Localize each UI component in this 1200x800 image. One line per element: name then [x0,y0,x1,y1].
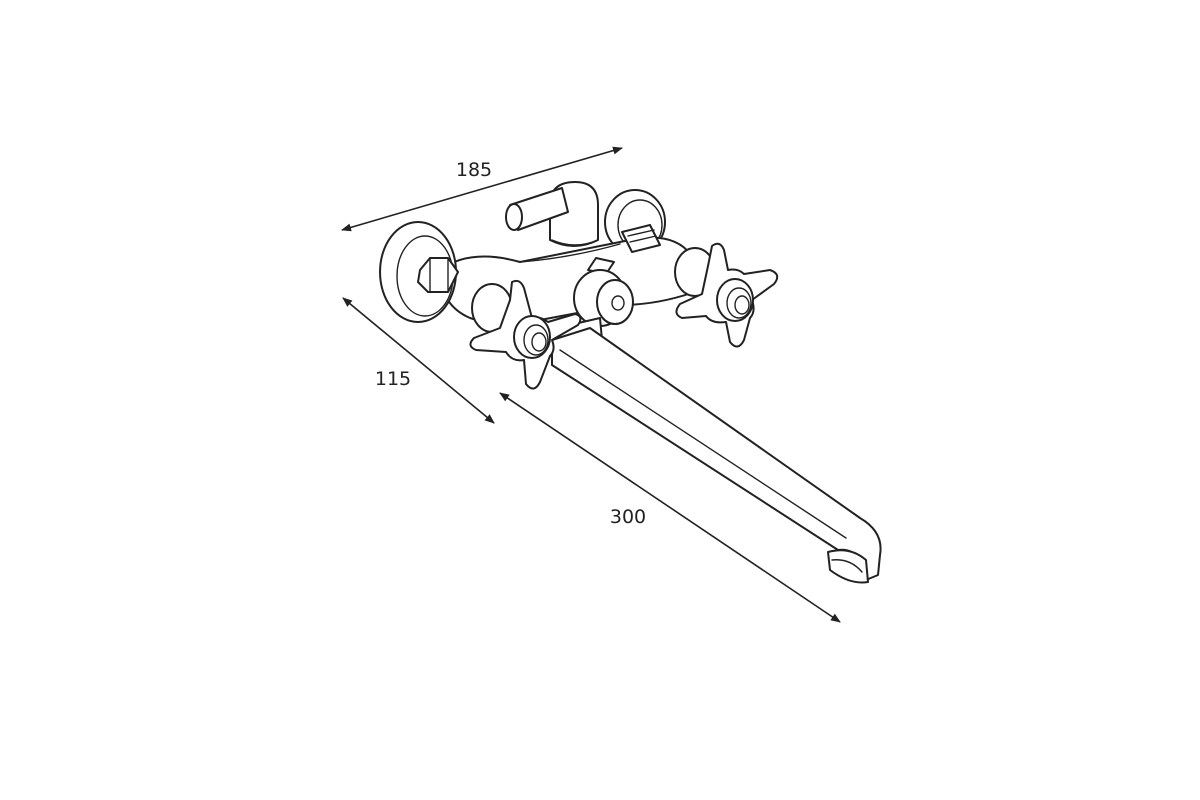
swivel-spout [551,327,882,584]
right-eccentric-nut [621,224,661,253]
dimension-spout-length: 300 [499,392,841,623]
dimension-depth-label: 115 [375,368,411,390]
dimension-width-line [341,146,623,232]
dimension-depth-line [342,297,495,424]
left-hex-nut [417,257,459,293]
dimension-width: 185 [341,146,623,232]
diverter-valve [573,257,634,327]
dimension-spout-length-label: 300 [610,506,646,528]
dimension-depth: 115 [342,297,495,424]
right-cross-handle [675,242,779,348]
left-cross-handle [469,279,582,390]
shower-outlet-connector [505,181,599,247]
dimension-spout-length-line [499,392,841,623]
dimension-width-label: 185 [456,159,492,181]
